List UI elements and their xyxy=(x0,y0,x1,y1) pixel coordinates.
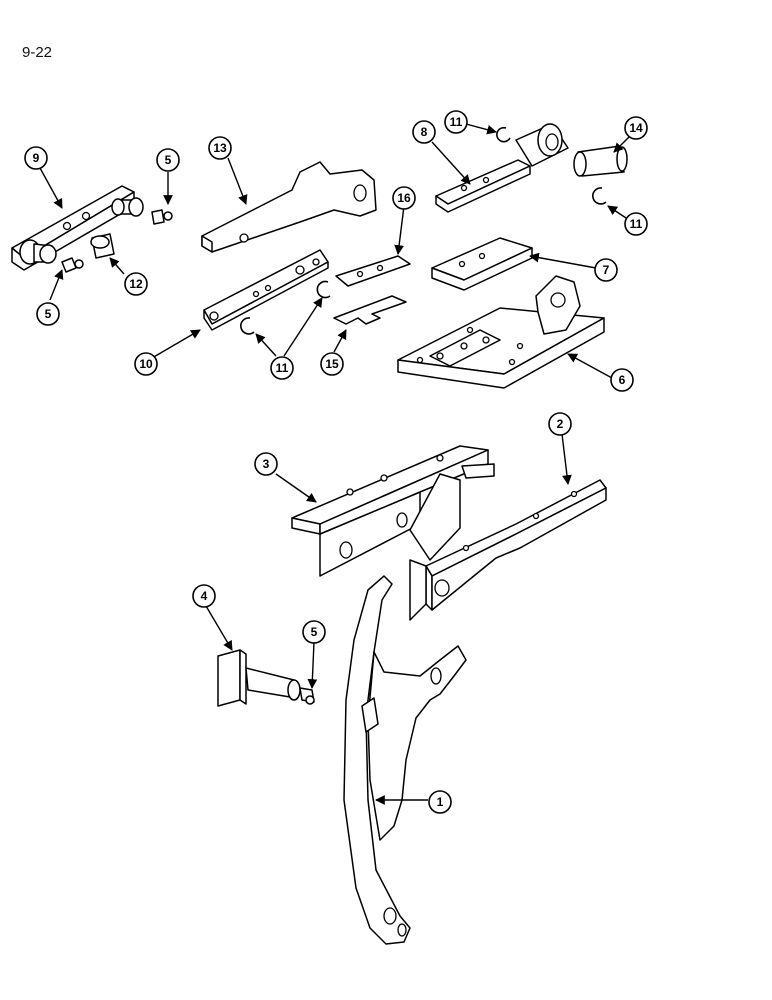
svg-text:7: 7 xyxy=(603,263,610,277)
part-1-pedal-lever xyxy=(343,575,467,945)
svg-text:10: 10 xyxy=(139,357,153,371)
callout-5: 5 xyxy=(156,148,180,172)
callout-15: 15 xyxy=(320,352,344,376)
svg-text:8: 8 xyxy=(421,125,428,139)
part-8-hinge-plate xyxy=(435,123,569,213)
callout-3: 3 xyxy=(254,452,278,476)
callout-1: 1 xyxy=(428,790,452,814)
callout-11: 11 xyxy=(270,356,294,380)
part-5-grease-fitting-upper xyxy=(151,209,173,225)
callout-7: 7 xyxy=(594,258,618,282)
callout-8: 8 xyxy=(412,120,436,144)
svg-text:6: 6 xyxy=(619,373,626,387)
svg-text:11: 11 xyxy=(630,217,643,231)
part-5-grease-fitting-lower xyxy=(61,257,84,273)
callout-5: 5 xyxy=(302,620,326,644)
callout-5: 5 xyxy=(36,302,60,326)
callout-14: 14 xyxy=(624,116,648,140)
svg-text:11: 11 xyxy=(450,115,463,129)
leader-lines xyxy=(39,123,633,805)
svg-text:12: 12 xyxy=(129,277,143,291)
callout-13: 13 xyxy=(208,136,232,160)
callout-16: 16 xyxy=(392,186,416,210)
svg-text:13: 13 xyxy=(213,141,227,155)
svg-text:2: 2 xyxy=(557,417,564,431)
part-9-link-bar xyxy=(11,185,144,271)
svg-text:5: 5 xyxy=(165,153,172,167)
svg-text:3: 3 xyxy=(263,457,270,471)
part-7-plate xyxy=(431,237,533,291)
svg-text:5: 5 xyxy=(311,625,318,639)
part-13-arm xyxy=(201,161,377,253)
page-number: 9-22 xyxy=(22,44,53,61)
part-6-base-plate xyxy=(397,275,605,389)
part-4-pivot-shaft xyxy=(217,649,315,707)
callout-10: 10 xyxy=(134,352,158,376)
callout-11: 11 xyxy=(624,212,648,236)
callout-9: 9 xyxy=(24,146,48,170)
svg-text:11: 11 xyxy=(276,361,289,375)
part-16-shim xyxy=(335,255,411,287)
svg-text:5: 5 xyxy=(45,307,52,321)
callout-2: 2 xyxy=(548,412,572,436)
svg-text:1: 1 xyxy=(437,795,444,809)
part-14-pin xyxy=(573,145,628,177)
part-12-bushing xyxy=(90,233,115,259)
svg-text:14: 14 xyxy=(629,121,643,135)
part-10-link-plate xyxy=(203,249,329,331)
callout-11: 11 xyxy=(444,110,468,134)
callout-4: 4 xyxy=(192,584,216,608)
svg-text:15: 15 xyxy=(325,357,339,371)
part-15-slotted-shim xyxy=(333,295,407,325)
svg-text:4: 4 xyxy=(201,589,208,603)
callout-6: 6 xyxy=(610,368,634,392)
part-3-angle-bracket xyxy=(291,445,495,577)
svg-text:9: 9 xyxy=(33,151,40,165)
svg-text:16: 16 xyxy=(397,191,411,205)
part-11-snap-rings xyxy=(240,126,607,335)
callout-12: 12 xyxy=(124,272,148,296)
part-2-bracket-arm xyxy=(409,473,607,621)
